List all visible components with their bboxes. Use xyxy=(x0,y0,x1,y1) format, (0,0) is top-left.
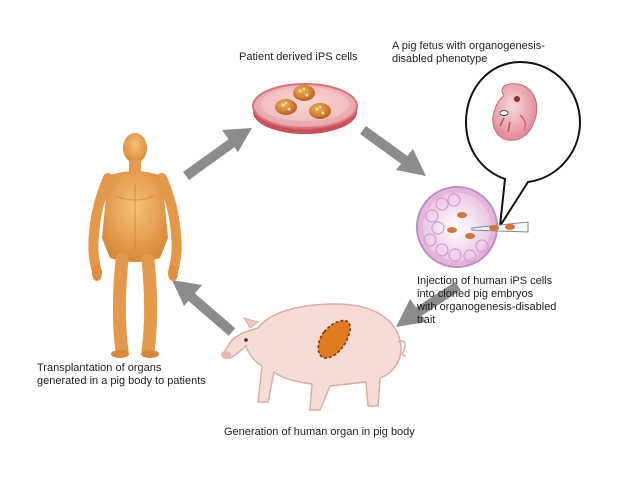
ips-colony xyxy=(275,85,331,119)
label-transplantation: Transplantation of organs generated in a… xyxy=(37,362,206,387)
embryo-injection xyxy=(416,186,529,268)
pig-figure xyxy=(221,303,407,411)
arrow-human-to-ips xyxy=(183,128,252,181)
label-injection: Injection of human iPS cells into cloned… xyxy=(417,275,557,326)
label-pig-fetus: A pig fetus with organogenesis- disabled… xyxy=(392,40,545,65)
pig-fetus-image xyxy=(492,83,538,141)
label-ips-cells: Patient derived iPS cells xyxy=(239,51,358,63)
injection-pipette xyxy=(471,221,529,233)
label-generation: Generation of human organ in pig body xyxy=(224,426,415,438)
organ-in-pig xyxy=(317,319,351,359)
fetus-speech-bubble xyxy=(464,60,582,227)
arrow-embryo-to-pig xyxy=(396,281,461,327)
petri-dish-ips-cells xyxy=(252,83,358,134)
arrow-ips-to-embryo xyxy=(360,125,426,176)
human-body-figure xyxy=(88,133,182,358)
arrow-pig-to-human xyxy=(172,280,236,336)
